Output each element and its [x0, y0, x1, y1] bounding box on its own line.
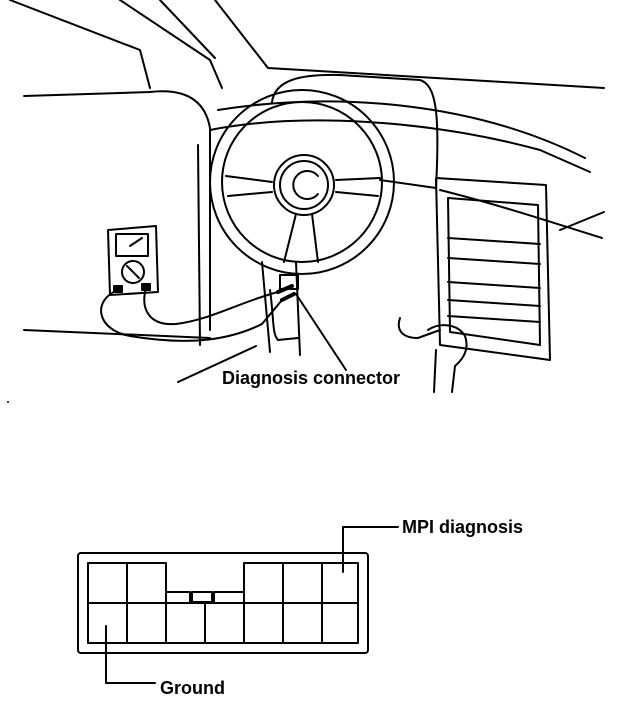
mpi-diagnosis-leader	[342, 526, 399, 573]
steering-column	[261, 261, 301, 356]
mpi-diagnosis-label: MPI diagnosis	[402, 517, 523, 537]
connector-pin-diagram	[77, 552, 369, 654]
diagnosis-connector-label: Diagnosis connector	[222, 368, 400, 388]
steering-wheel	[209, 89, 395, 275]
diagnosis-connector-leader	[295, 293, 347, 371]
multimeter-icon	[107, 225, 159, 296]
windshield-lines	[9, 0, 605, 89]
dashboard-outline	[23, 90, 605, 346]
gear-shift	[397, 317, 468, 393]
ground-label: Ground	[160, 678, 225, 698]
center-vent-panel	[435, 177, 551, 361]
instrument-hood	[271, 73, 439, 189]
test-leads	[100, 284, 296, 342]
ground-leader	[105, 625, 156, 684]
